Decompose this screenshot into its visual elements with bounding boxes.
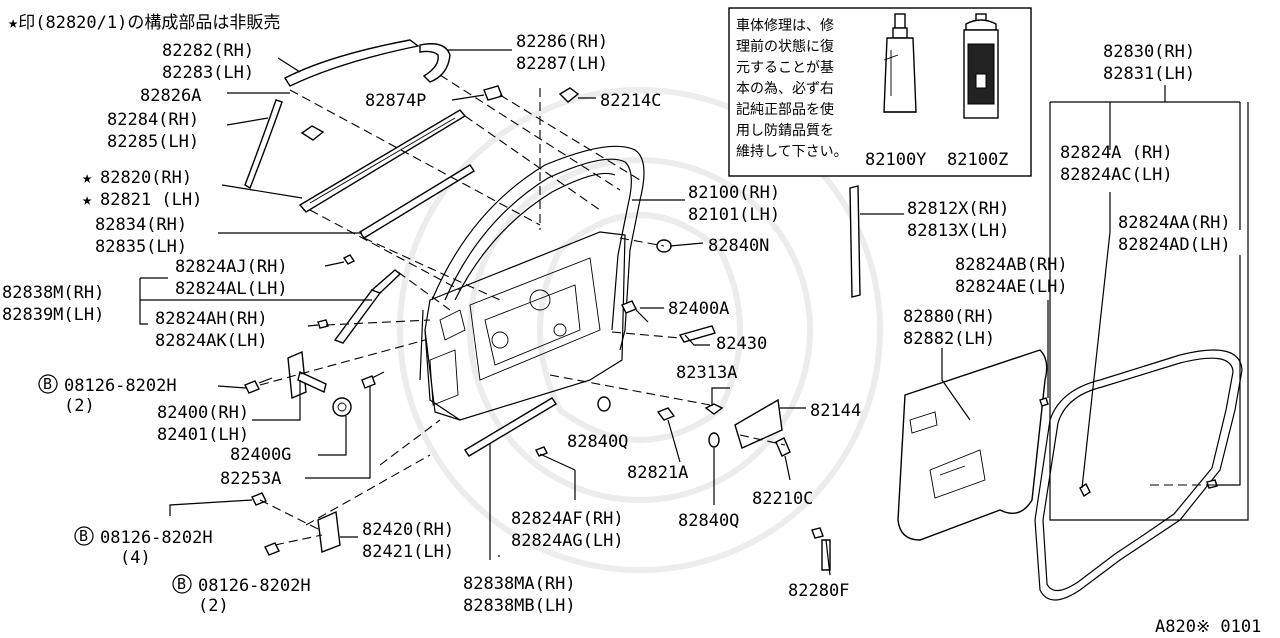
label-82313A: 82313A xyxy=(676,363,737,383)
label-82144: 82144 xyxy=(810,401,861,421)
label-82838MA: 82838MA(RH) xyxy=(463,574,576,594)
bolt-marker-circle xyxy=(172,574,192,594)
label-82874P: 82874P xyxy=(365,91,426,111)
label-82285: 82285(LH) xyxy=(107,132,199,152)
bolt-marker: B xyxy=(177,575,186,593)
label-82101: 82101(LH) xyxy=(688,205,780,225)
label-82824AF: 82824AF(RH) xyxy=(511,509,624,529)
label-82100: 82100(RH) xyxy=(688,183,780,203)
label-82824AE: 82824AE(LH) xyxy=(955,277,1068,297)
label-82210C: 82210C xyxy=(752,489,813,509)
spray-can-icon xyxy=(963,13,999,119)
label-82824AG: 82824AG(LH) xyxy=(511,531,624,551)
label-82821: 82821 (LH) xyxy=(100,190,202,210)
label-bolt-qty-c: (2) xyxy=(198,596,229,616)
label-82420: 82420(RH) xyxy=(362,520,454,540)
bolt-marker: B xyxy=(79,527,88,545)
label-82430: 82430 xyxy=(716,334,767,354)
label-82880: 82880(RH) xyxy=(903,307,995,327)
star-marker: ★ xyxy=(82,168,92,188)
label-bolt-qty-a: (2) xyxy=(64,396,95,416)
label-82824AC: 82824AC(LH) xyxy=(1060,165,1173,185)
label-82835: 82835(LH) xyxy=(95,237,187,257)
sealant-tube-icon xyxy=(883,13,917,113)
label-82826A: 82826A xyxy=(140,86,201,106)
notice-line: 元することが基 xyxy=(736,59,834,76)
header-note: ★印(82820/1)の構成部品は非販売 xyxy=(8,13,280,33)
label-bolt-08126-c: 08126-8202H xyxy=(198,576,311,596)
leader-lines xyxy=(139,49,1249,576)
label-82824AB: 82824AB(RH) xyxy=(955,255,1068,275)
label-82401: 82401(LH) xyxy=(157,425,249,445)
label-82830: 82830(RH) xyxy=(1103,42,1195,62)
label-82838MB: 82838MB(LH) xyxy=(463,596,576,616)
label-82214C: 82214C xyxy=(600,91,661,111)
label-82882: 82882(LH) xyxy=(903,329,995,349)
label-82421: 82421(LH) xyxy=(362,542,454,562)
label-82840Q-a: 82840Q xyxy=(567,432,628,452)
label-bolt-08126-a: 08126-8202H xyxy=(64,376,177,396)
label-bolt-08126-b: 08126-8202H xyxy=(100,528,213,548)
product-label: 82100Z xyxy=(947,150,1008,170)
notice-line: 維持して下さい。 xyxy=(736,144,848,160)
bolt-marker-circle xyxy=(38,374,58,394)
notice-line: 用し防錆品質を xyxy=(736,122,834,139)
label-82839M: 82839M(LH) xyxy=(2,305,104,325)
label-82282: 82282(RH) xyxy=(162,41,254,61)
bolt-marker-circle xyxy=(74,526,94,546)
notice-line: 記純正部品を使 xyxy=(736,101,834,118)
product-label: 82100Y xyxy=(865,150,926,170)
label-82284: 82284(RH) xyxy=(107,110,199,130)
label-82840N: 82840N xyxy=(708,236,769,256)
notice-line: 本の為、必ず右 xyxy=(736,81,834,97)
part-labels: 82282(RH) 82283(LH) 82826A 82284(RH) 822… xyxy=(2,32,1261,637)
label-82831: 82831(LH) xyxy=(1103,64,1195,84)
notice-box: 車体修理は、修 理前の状態に復 元することが基 本の為、必ず右 記純正部品を使 … xyxy=(728,7,1032,177)
label-82824AK: 82824AK(LH) xyxy=(155,331,268,351)
label-82824AJ: 82824AJ(RH) xyxy=(175,257,288,277)
label-82400A: 82400A xyxy=(668,299,729,319)
label-82840Q-b: 82840Q xyxy=(678,511,739,531)
label-82824AD: 82824AD(LH) xyxy=(1118,235,1231,255)
door-drawing xyxy=(244,39,1243,601)
label-82812X: 82812X(RH) xyxy=(907,199,1009,219)
label-82834: 82834(RH) xyxy=(95,215,187,235)
label-82824A: 82824A (RH) xyxy=(1060,143,1173,163)
label-82824AH: 82824AH(RH) xyxy=(155,309,268,329)
label-82280F: 82280F xyxy=(788,581,849,601)
label-82253A: 82253A xyxy=(220,469,281,489)
label-82824AA: 82824AA(RH) xyxy=(1118,213,1231,233)
label-82283: 82283(LH) xyxy=(162,63,254,83)
label-82400: 82400(RH) xyxy=(157,403,249,423)
star-marker: ★ xyxy=(82,190,92,210)
notice-line: 理前の状態に復 xyxy=(736,38,834,55)
label-82400G: 82400G xyxy=(230,445,291,465)
notice-line: 車体修理は、修 xyxy=(736,17,834,34)
label-82813X: 82813X(LH) xyxy=(907,221,1009,241)
label-bolt-qty-b: (4) xyxy=(120,548,151,568)
label-82824AL: 82824AL(LH) xyxy=(175,279,288,299)
label-82820: 82820(RH) xyxy=(100,168,192,188)
label-82287: 82287(LH) xyxy=(516,54,608,74)
label-82286: 82286(RH) xyxy=(516,32,608,52)
label-82821A: 82821A xyxy=(627,463,688,483)
bolt-marker: B xyxy=(43,375,52,393)
label-82838M: 82838M(RH) xyxy=(2,283,104,303)
footer-code: A820※ 0101 xyxy=(1155,617,1261,637)
